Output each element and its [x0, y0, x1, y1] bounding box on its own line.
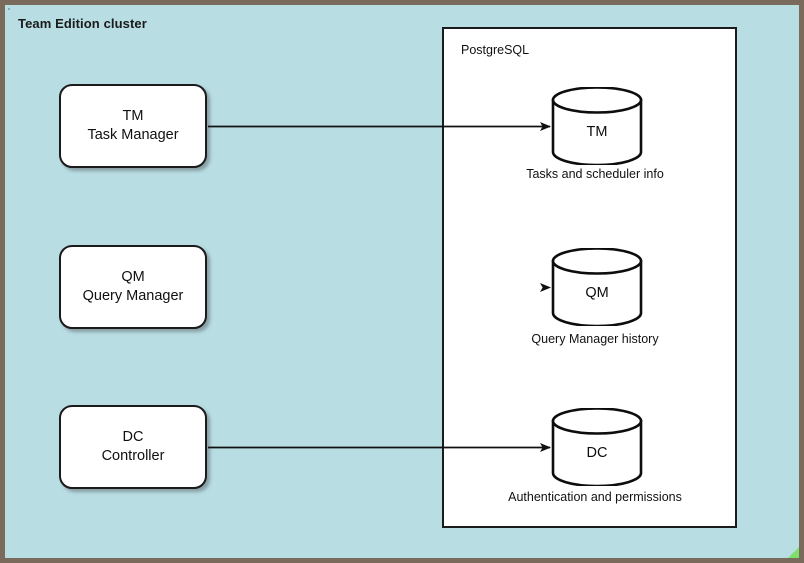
postgresql-label: PostgreSQL	[461, 43, 530, 57]
database-label: QM	[585, 285, 609, 301]
database-caption-tm: Tasks and scheduler info	[526, 167, 664, 181]
database-cylinder-qm[interactable]: QM	[551, 248, 643, 326]
service-name: Controller	[101, 448, 165, 464]
database-label: TM	[586, 124, 608, 140]
database-icon	[551, 248, 643, 326]
database-caption-qm: Query Manager history	[531, 332, 659, 346]
service-abbr: TM	[122, 107, 144, 124]
corner-dot	[8, 8, 10, 10]
database-label: DC	[586, 445, 608, 461]
service-box-tm[interactable]: TM Task Manager	[59, 84, 207, 168]
database-icon	[551, 408, 643, 486]
database-cylinder-tm[interactable]: TM	[551, 87, 643, 165]
corner-accent-marker	[788, 547, 799, 558]
service-name: Task Manager	[87, 127, 179, 143]
database-caption-dc: Authentication and permissions	[508, 490, 682, 504]
service-box-qm[interactable]: QM Query Manager	[59, 245, 207, 329]
service-name: Query Manager	[82, 288, 184, 304]
service-abbr: DC	[122, 428, 144, 445]
database-cylinder-dc[interactable]: DC	[551, 408, 643, 486]
service-box-dc[interactable]: DC Controller	[59, 405, 207, 489]
database-icon	[551, 87, 643, 165]
service-abbr: QM	[121, 268, 145, 285]
page-title: Team Edition cluster	[18, 16, 147, 31]
